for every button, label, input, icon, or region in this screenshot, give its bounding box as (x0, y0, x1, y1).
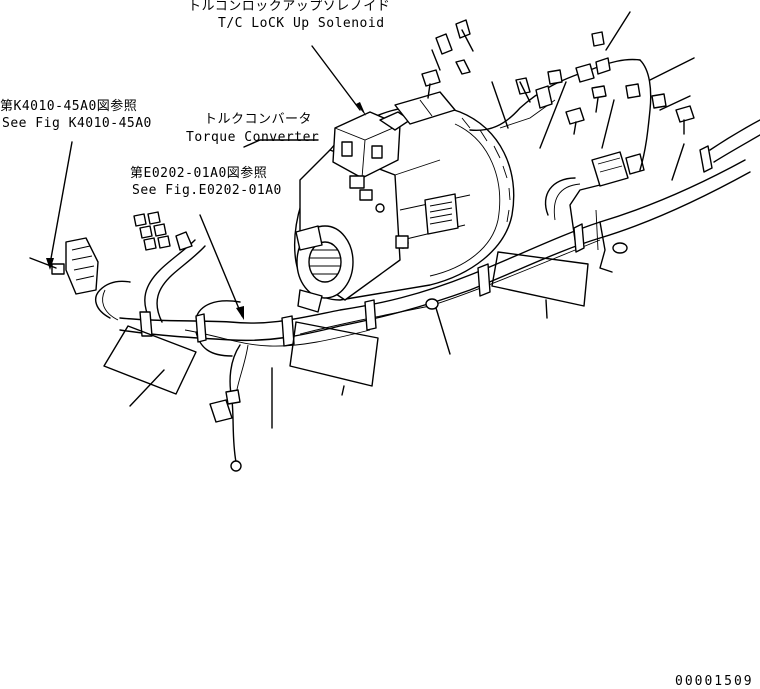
solenoid-label-en: T/C LoCK Up Solenoid (218, 16, 385, 31)
ref1-label-en: See Fig K4010-45A0 (2, 116, 152, 131)
left-connector-group (29, 211, 193, 295)
converter-label-en: Torque Converter (186, 130, 320, 145)
lower-connector (209, 389, 242, 472)
converter-label-jp: トルクコンバータ (204, 112, 313, 127)
solenoid-label-jp: トルコンロックアップソレノイド (188, 0, 391, 14)
torque-converter-housing (293, 91, 515, 313)
ref1-label-jp: 第K4010-45A0図参照 (0, 99, 138, 114)
ref2-label-en: See Fig.E0202-01A0 (132, 183, 282, 198)
leader-lines (46, 11, 695, 429)
right-connector-block (591, 151, 645, 187)
ref2-label-jp: 第E0202-01A0図参照 (130, 166, 268, 181)
drawing-number: 00001509 (675, 674, 754, 689)
harness-clamps (139, 145, 713, 347)
solenoid-wiring (469, 57, 667, 171)
